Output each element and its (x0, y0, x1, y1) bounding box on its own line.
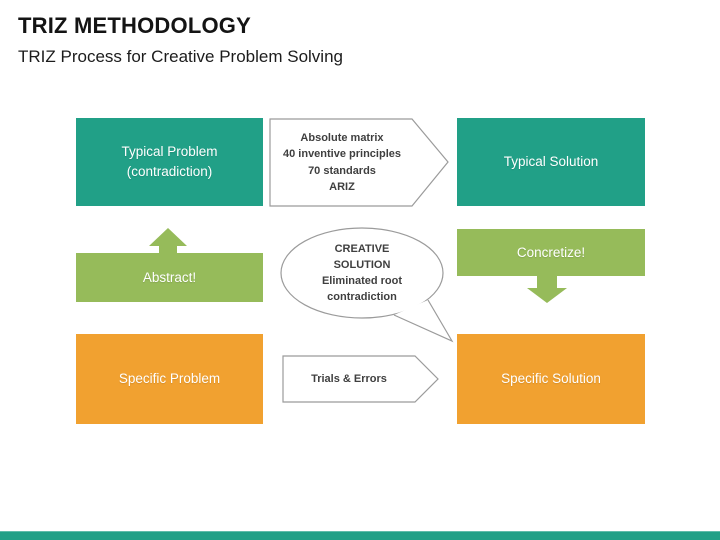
creative-bubble-tail (393, 299, 454, 343)
page-title: TRIZ METHODOLOGY (18, 13, 251, 38)
typical-solution-label: Typical Solution (503, 154, 599, 170)
specific-solution-box: Specific Solution (457, 334, 645, 424)
typical-solution-box: Typical Solution (457, 118, 645, 206)
creative-bubble-shape (280, 227, 444, 319)
typical-problem-box: Typical Problem (contradiction) (76, 118, 263, 206)
trials-chevron-shape (282, 355, 439, 403)
abstract-box: Abstract! (76, 253, 263, 302)
typical-problem-label: Typical Problem (contradiction) (121, 144, 218, 179)
page-subtitle: TRIZ Process for Creative Problem Solvin… (18, 47, 343, 66)
up-arrow-icon (149, 228, 187, 254)
methods-chevron-label: Absolute matrix 40 inventive principles … (283, 131, 401, 194)
methods-chevron-shape (269, 118, 449, 207)
specific-solution-label: Specific Solution (501, 371, 601, 387)
concretize-label: Concretize! (516, 244, 586, 260)
trials-chevron-label: Trials & Errors (311, 372, 387, 385)
creative-bubble-label: CREATIVE SOLUTION Eliminated root contra… (321, 243, 403, 303)
down-arrow-icon (527, 276, 567, 303)
concretize-box: Concretize! (457, 229, 645, 276)
abstract-label: Abstract! (142, 269, 197, 285)
specific-problem-label: Specific Problem (118, 371, 221, 387)
specific-problem-box: Specific Problem (76, 334, 263, 424)
footer-accent-bar (0, 531, 720, 540)
